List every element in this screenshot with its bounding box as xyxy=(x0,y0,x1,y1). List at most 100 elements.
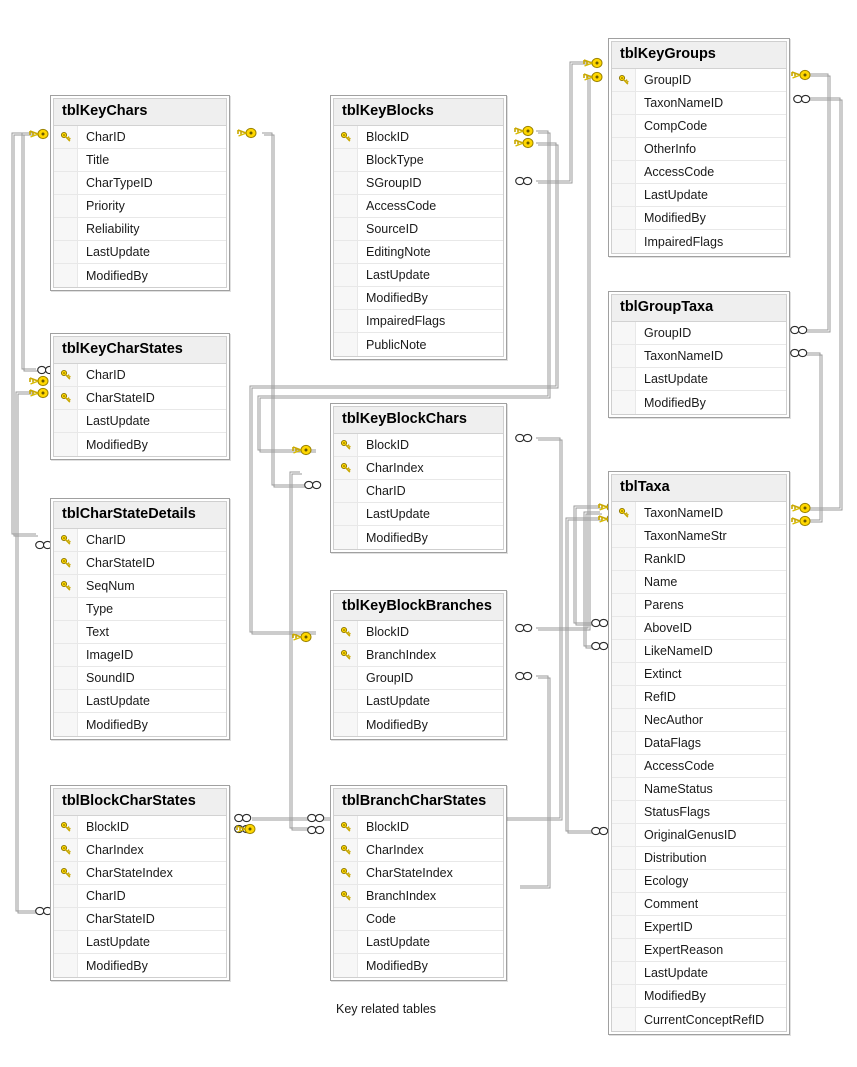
field-row[interactable]: LastUpdate xyxy=(54,410,226,434)
field-row[interactable]: OriginalGenusID xyxy=(612,824,786,848)
field-row[interactable]: StatusFlags xyxy=(612,801,786,825)
field-row[interactable]: GroupID xyxy=(612,69,786,93)
field-row[interactable]: Ecology xyxy=(612,870,786,894)
field-row[interactable]: LastUpdate xyxy=(54,931,226,955)
field-row[interactable]: LastUpdate xyxy=(612,962,786,986)
field-row[interactable]: GroupID xyxy=(612,322,786,346)
field-row[interactable]: Comment xyxy=(612,893,786,917)
field-row[interactable]: ModifiedBy xyxy=(54,954,226,978)
field-row[interactable]: CharStateID xyxy=(54,552,226,576)
field-row[interactable]: LastUpdate xyxy=(334,503,503,527)
field-row[interactable]: CharIndex xyxy=(54,839,226,863)
field-row[interactable]: ModifiedBy xyxy=(612,207,786,231)
field-row[interactable]: CurrentConceptRefID xyxy=(612,1008,786,1032)
field-row[interactable]: CharStateID xyxy=(54,387,226,411)
field-row[interactable]: Title xyxy=(54,149,226,173)
field-row[interactable]: CharID xyxy=(54,885,226,909)
field-row[interactable]: CharID xyxy=(54,529,226,553)
field-row[interactable]: SeqNum xyxy=(54,575,226,599)
field-row[interactable]: BlockID xyxy=(334,126,503,150)
field-row[interactable]: RefID xyxy=(612,686,786,710)
field-row[interactable]: BranchIndex xyxy=(334,644,503,668)
field-row[interactable]: NecAuthor xyxy=(612,709,786,733)
field-row[interactable]: ModifiedBy xyxy=(54,713,226,737)
field-row[interactable]: ModifiedBy xyxy=(334,287,503,311)
field-row[interactable]: Priority xyxy=(54,195,226,219)
field-row[interactable]: BlockType xyxy=(334,149,503,173)
field-row[interactable]: Name xyxy=(612,571,786,595)
field-row[interactable]: CharStateIndex xyxy=(54,862,226,886)
field-row[interactable]: TaxonNameStr xyxy=(612,525,786,549)
field-row[interactable]: EditingNote xyxy=(334,241,503,265)
field-row[interactable]: ModifiedBy xyxy=(334,713,503,737)
field-row[interactable]: LastUpdate xyxy=(334,690,503,714)
field-row[interactable]: LastUpdate xyxy=(54,241,226,265)
field-row[interactable]: Code xyxy=(334,908,503,932)
field-row[interactable]: CharStateID xyxy=(54,908,226,932)
field-row[interactable]: CharIndex xyxy=(334,839,503,863)
field-row[interactable]: AccessCode xyxy=(612,161,786,185)
field-row[interactable]: Reliability xyxy=(54,218,226,242)
field-row[interactable]: ModifiedBy xyxy=(54,433,226,457)
field-row[interactable]: Distribution xyxy=(612,847,786,871)
field-row[interactable]: CharID xyxy=(54,126,226,150)
field-row[interactable]: ModifiedBy xyxy=(54,264,226,288)
field-row[interactable]: AccessCode xyxy=(334,195,503,219)
field-row[interactable]: ModifiedBy xyxy=(334,526,503,550)
field-row[interactable]: CharID xyxy=(334,480,503,504)
field-row[interactable]: SoundID xyxy=(54,667,226,691)
field-row[interactable]: LastUpdate xyxy=(612,184,786,208)
field-row[interactable]: Text xyxy=(54,621,226,645)
field-row[interactable]: LastUpdate xyxy=(334,264,503,288)
field-row[interactable]: TaxonNameID xyxy=(612,502,786,526)
field-row[interactable]: CharIndex xyxy=(334,457,503,481)
field-row[interactable]: Type xyxy=(54,598,226,622)
field-row[interactable]: ModifiedBy xyxy=(612,985,786,1009)
field-row[interactable]: CompCode xyxy=(612,115,786,139)
field-row[interactable]: BlockID xyxy=(334,816,503,840)
field-row[interactable]: GroupID xyxy=(334,667,503,691)
field-row[interactable]: PublicNote xyxy=(334,333,503,357)
field-row[interactable]: ModifiedBy xyxy=(334,954,503,978)
field-row[interactable]: Extinct xyxy=(612,663,786,687)
field-row[interactable]: BlockID xyxy=(54,816,226,840)
field-row[interactable]: CharTypeID xyxy=(54,172,226,196)
field-row[interactable]: AccessCode xyxy=(612,755,786,779)
field-row[interactable]: BlockID xyxy=(334,434,503,458)
field-row[interactable]: CharID xyxy=(54,364,226,388)
field-row[interactable]: BlockID xyxy=(334,621,503,645)
field-row[interactable]: DataFlags xyxy=(612,732,786,756)
field-row[interactable]: AboveID xyxy=(612,617,786,641)
field-row[interactable]: ExpertReason xyxy=(612,939,786,963)
field-row[interactable]: RankID xyxy=(612,548,786,572)
field-row[interactable]: LastUpdate xyxy=(54,690,226,714)
field-row[interactable]: ImpairedFlags xyxy=(612,230,786,254)
field-row[interactable]: Parens xyxy=(612,594,786,618)
field-row[interactable]: LikeNameID xyxy=(612,640,786,664)
field-row[interactable]: LastUpdate xyxy=(612,368,786,392)
field-row[interactable]: ModifiedBy xyxy=(612,391,786,415)
field-row[interactable]: NameStatus xyxy=(612,778,786,802)
field-row[interactable]: SGroupID xyxy=(334,172,503,196)
field-row[interactable]: OtherInfo xyxy=(612,138,786,162)
field-row[interactable]: BranchIndex xyxy=(334,885,503,909)
field-row[interactable]: TaxonNameID xyxy=(612,92,786,116)
field-row[interactable]: CharStateIndex xyxy=(334,862,503,886)
field-row[interactable]: ImpairedFlags xyxy=(334,310,503,334)
field-row[interactable]: ImageID xyxy=(54,644,226,668)
field-row[interactable]: LastUpdate xyxy=(334,931,503,955)
field-row[interactable]: SourceID xyxy=(334,218,503,242)
field-row[interactable]: TaxonNameID xyxy=(612,345,786,369)
field-row[interactable]: ExpertID xyxy=(612,916,786,940)
